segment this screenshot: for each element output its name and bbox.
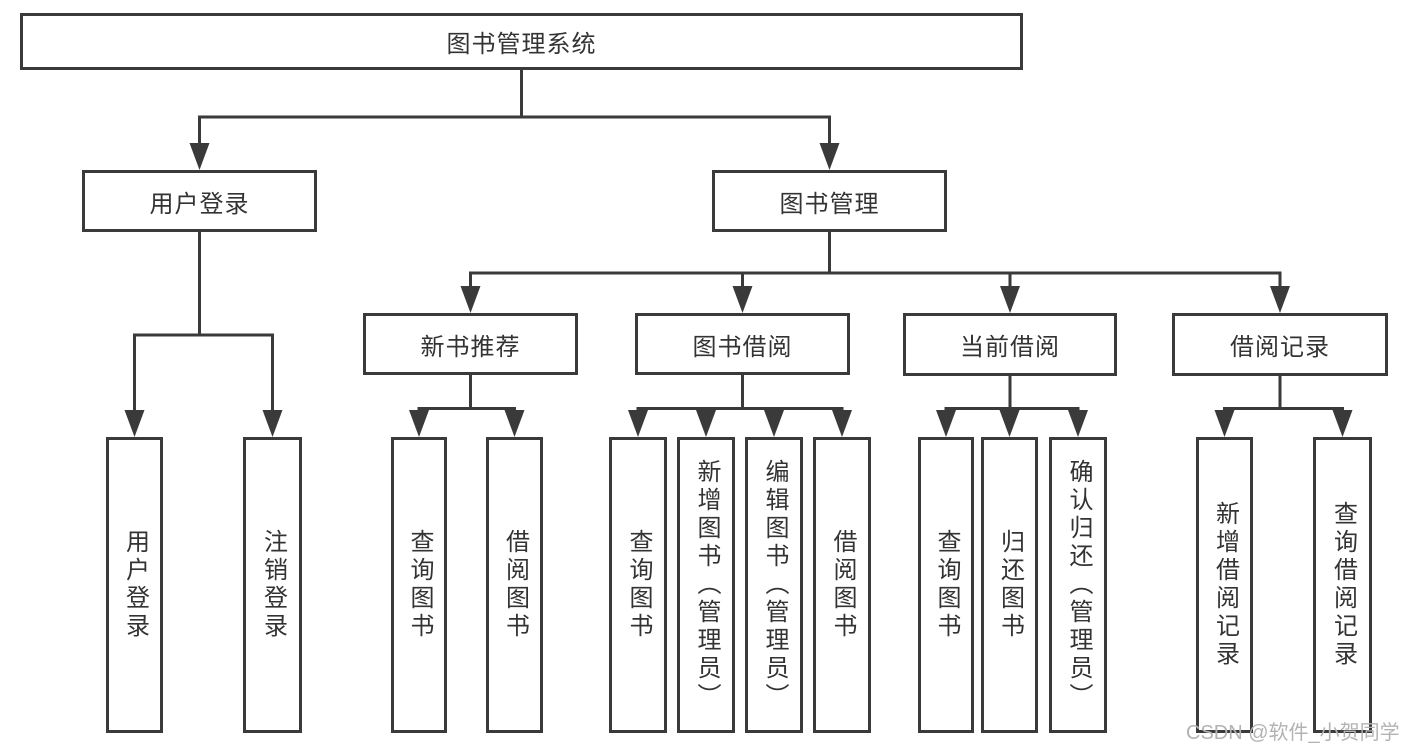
- leaf-logout: 注销登录: [243, 437, 302, 733]
- leaf-confirm-return-admin: 确认归还（管理员）: [1049, 437, 1107, 733]
- arrowheads: [124, 143, 1353, 437]
- leaf-query-books-current: 查询图书: [918, 437, 974, 733]
- leaf-user-login: 用户登录: [106, 437, 163, 733]
- leaf-borrow-books-recommendation: 借阅图书: [486, 437, 543, 733]
- node-borrowing-records: 借阅记录: [1172, 313, 1388, 376]
- node-root-book-management-system: 图书管理系统: [20, 13, 1023, 70]
- node-book-management: 图书管理: [712, 170, 947, 232]
- leaf-add-books-admin: 新增图书（管理员）: [677, 437, 735, 733]
- watermark: CSDN @软件_小贺同学: [1186, 722, 1400, 744]
- leaf-add-borrowing-record: 新增借阅记录: [1196, 437, 1253, 733]
- leaf-query-books-recommendation: 查询图书: [391, 437, 447, 733]
- leaf-query-borrowing-record: 查询借阅记录: [1313, 437, 1372, 733]
- leaf-edit-books-admin: 编辑图书（管理员）: [745, 437, 803, 733]
- leaf-borrow-books: 借阅图书: [813, 437, 871, 733]
- node-user-login: 用户登录: [82, 170, 317, 232]
- leaf-return-books: 归还图书: [981, 437, 1038, 733]
- node-current-borrowing: 当前借阅: [903, 313, 1117, 376]
- node-new-book-recommendation: 新书推荐: [363, 313, 578, 375]
- node-book-borrowing: 图书借阅: [635, 313, 850, 375]
- leaf-query-books-borrowing: 查询图书: [609, 437, 667, 733]
